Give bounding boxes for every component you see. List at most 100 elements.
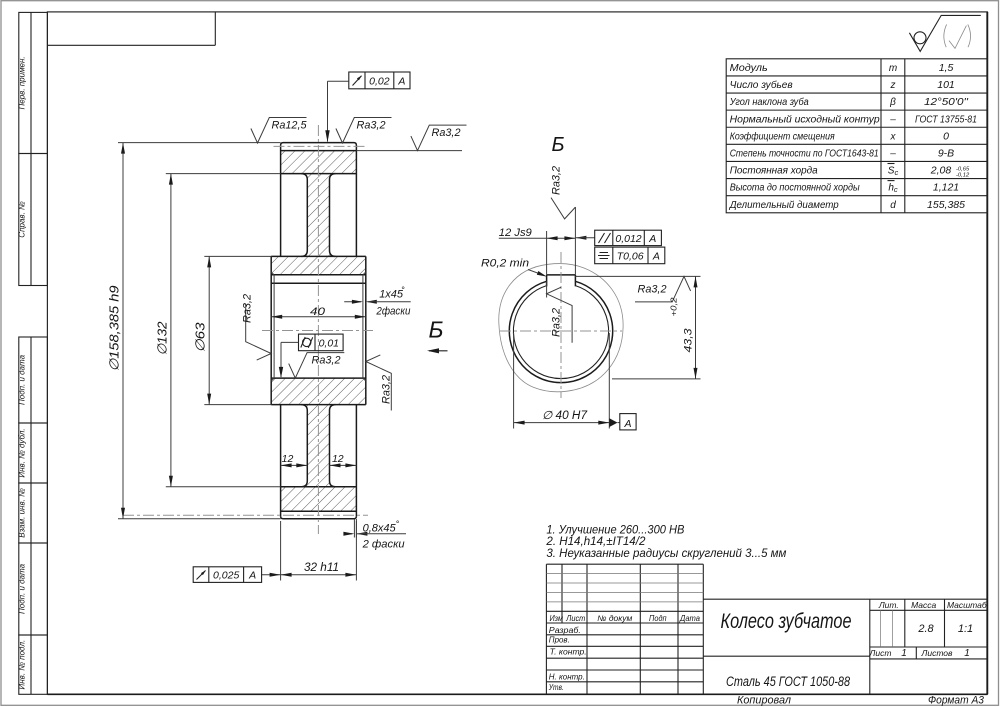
svg-text:Утв.: Утв. — [548, 683, 564, 692]
svg-text:2. Н14,h14,±IT14/2: 2. Н14,h14,±IT14/2 — [545, 534, 645, 548]
svg-text:1. Улучшение 260...300 НВ: 1. Улучшение 260...300 НВ — [546, 522, 684, 536]
svg-text:+0,2: +0,2 — [669, 297, 679, 316]
svg-text:Подп: Подп — [649, 614, 667, 623]
svg-text:Листов: Листов — [921, 648, 954, 658]
svg-text:40: 40 — [310, 306, 326, 318]
svg-text:Степень точности по ГОСТ1643-8: Степень точности по ГОСТ1643-81 — [730, 149, 879, 160]
svg-text:-0,12: -0,12 — [956, 173, 970, 179]
svg-text:Число зубьев: Число зубьев — [730, 79, 793, 91]
svg-text:Перв. примен.: Перв. примен. — [18, 56, 27, 109]
svg-text:m: m — [889, 63, 897, 74]
svg-text:d: d — [890, 200, 896, 211]
svg-text:-0,65: -0,65 — [956, 167, 970, 173]
svg-text:z: z — [890, 80, 896, 91]
svg-text:Подп. и дата: Подп. и дата — [18, 563, 27, 614]
svg-text:ГОСТ 13755-81: ГОСТ 13755-81 — [915, 113, 977, 125]
svg-text:Копировал: Копировал — [737, 695, 791, 707]
svg-text:Инв. № подл.: Инв. № подл. — [18, 640, 27, 690]
svg-text:2.8: 2.8 — [917, 623, 934, 635]
svg-text:Лист: Лист — [869, 648, 892, 658]
svg-text:Пров.: Пров. — [549, 635, 570, 644]
svg-text:12°50'0'': 12°50'0'' — [924, 96, 969, 108]
svg-text:A: A — [397, 76, 405, 88]
svg-text:Колесо зубчатое: Колесо зубчатое — [721, 610, 852, 633]
svg-text:A: A — [648, 233, 656, 245]
svg-text:Б: Б — [551, 134, 564, 156]
svg-text:Ra12,5: Ra12,5 — [272, 119, 308, 131]
svg-text:Ra3,2: Ra3,2 — [432, 127, 461, 139]
svg-text:43,3: 43,3 — [683, 328, 695, 353]
svg-text:Высота до постоянной хорды: Высота до постоянной хорды — [730, 183, 861, 194]
svg-text:12 Js9: 12 Js9 — [499, 227, 532, 239]
svg-text:Постоянная хорда: Постоянная хорда — [730, 166, 818, 177]
svg-text:∅ 40 H7: ∅ 40 H7 — [542, 410, 588, 422]
svg-text:101: 101 — [937, 79, 955, 91]
svg-text:Т. контр.: Т. контр. — [550, 648, 587, 657]
svg-text:Н. контр.: Н. контр. — [549, 673, 585, 682]
svg-text:–: – — [889, 149, 896, 160]
svg-text:Взам. инв. №: Взам. инв. № — [18, 488, 27, 538]
svg-text:Ra3,2: Ra3,2 — [357, 119, 386, 131]
svg-text:1: 1 — [901, 648, 907, 659]
svg-text:Угол наклона зуба: Угол наклона зуба — [729, 96, 809, 108]
svg-text:hc: hc — [888, 183, 898, 195]
svg-text:12: 12 — [332, 453, 344, 465]
svg-text:Дата: Дата — [679, 614, 700, 623]
svg-text:∅158,385 h9: ∅158,385 h9 — [107, 286, 122, 372]
svg-text:Сталь 45 ГОСТ 1050-88: Сталь 45 ГОСТ 1050-88 — [726, 674, 850, 689]
svg-text:1,5: 1,5 — [939, 62, 954, 74]
svg-text:Коэффициент смещения: Коэффициент смещения — [730, 130, 836, 142]
svg-text:9-В: 9-В — [938, 148, 954, 160]
svg-text:°: ° — [396, 519, 400, 529]
svg-text:Формат А3: Формат А3 — [928, 695, 985, 707]
svg-text:0,012: 0,012 — [615, 233, 641, 245]
svg-text:∅63: ∅63 — [193, 322, 208, 353]
svg-text:0,01: 0,01 — [319, 338, 339, 350]
svg-text:Лист: Лист — [565, 614, 585, 623]
svg-text:Делительный диаметр: Делительный диаметр — [729, 200, 839, 211]
svg-text:∅132: ∅132 — [155, 321, 170, 356]
svg-text:x: x — [890, 131, 897, 142]
svg-text:°: ° — [401, 285, 405, 295]
svg-text:Ra3,2: Ra3,2 — [312, 355, 341, 367]
svg-text:A: A — [623, 418, 631, 430]
svg-text:Разраб.: Разраб. — [549, 626, 581, 635]
svg-text:2,08: 2,08 — [930, 165, 952, 177]
svg-text:12: 12 — [282, 453, 294, 465]
svg-text:–: – — [889, 114, 896, 125]
svg-text:Модуль: Модуль — [730, 63, 768, 74]
svg-text:Б: Б — [429, 317, 444, 343]
svg-text:1x45: 1x45 — [379, 288, 404, 300]
svg-text:155,385: 155,385 — [927, 199, 965, 211]
svg-text:32 h11: 32 h11 — [304, 562, 339, 574]
svg-text:0,02: 0,02 — [369, 76, 390, 88]
svg-text:2 фаски: 2 фаски — [362, 538, 405, 550]
svg-text:Изм: Изм — [549, 614, 563, 623]
svg-text:Справ. №: Справ. № — [18, 201, 27, 238]
svg-text:№ докум: № докум — [597, 614, 633, 623]
svg-text:Ra3,2: Ra3,2 — [241, 294, 253, 323]
svg-text:Масса: Масса — [911, 600, 936, 610]
svg-text:Нормальный исходный контур: Нормальный исходный контур — [730, 114, 880, 125]
svg-text:R0,2 min: R0,2 min — [481, 258, 529, 270]
svg-text:1,121: 1,121 — [933, 182, 959, 194]
svg-text:Ra3,2: Ra3,2 — [380, 375, 392, 404]
svg-text:Ra3,2: Ra3,2 — [638, 284, 667, 296]
svg-text:1: 1 — [964, 648, 970, 659]
svg-text:2фаски: 2фаски — [376, 306, 411, 318]
svg-text:A: A — [652, 250, 660, 262]
svg-text:Лит.: Лит. — [878, 600, 899, 610]
svg-text:3. Неуказанные радиусы скругле: 3. Неуказанные радиусы скруглений 3...5 … — [546, 546, 786, 560]
svg-text:A: A — [248, 570, 256, 582]
svg-text:Инв. № дубл.: Инв. № дубл. — [18, 428, 27, 477]
svg-text:β: β — [889, 97, 896, 108]
svg-text:Ra3,2: Ra3,2 — [551, 166, 563, 195]
svg-text:Sc: Sc — [888, 166, 899, 178]
svg-text:Подп. и дата: Подп. и дата — [18, 354, 27, 405]
svg-text:Масштаб: Масштаб — [947, 600, 988, 610]
svg-text:0,025: 0,025 — [213, 570, 239, 582]
svg-text:1:1: 1:1 — [958, 623, 973, 635]
svg-text:0,8x45: 0,8x45 — [363, 522, 397, 534]
svg-text:T0,06: T0,06 — [617, 250, 644, 262]
svg-text:Ra3,2: Ra3,2 — [551, 308, 563, 337]
